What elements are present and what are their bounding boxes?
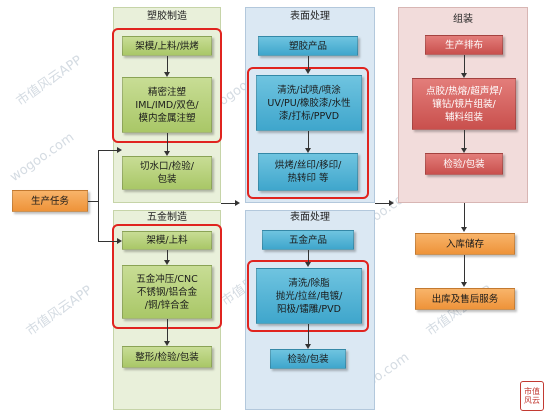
- watermark-1: 市值风云APP: [13, 53, 86, 110]
- assembly-inspect-box: 检验/包装: [425, 153, 503, 175]
- assembly-schedule-box: 生产排布: [425, 35, 503, 55]
- hardware-step-setup: 架模/上料: [122, 231, 212, 250]
- hardware-step-finish: 整形/检验/包装: [122, 346, 212, 368]
- metal-product-box: 五金产品: [262, 230, 354, 250]
- hardware-step-machining: 五金冲压/CNC 不锈钢/铝合金 /铜/锌合金: [122, 265, 212, 319]
- metal-inspect-box: 检验/包装: [270, 349, 346, 369]
- injection-title: 塑胶制造: [147, 11, 187, 22]
- assembly-title: 组装: [453, 14, 473, 25]
- plastic-product-box: 塑胶产品: [258, 36, 358, 56]
- shipping-box: 出库及售后服务: [415, 288, 515, 310]
- metal-surface-highlight: [247, 260, 369, 332]
- injection-step-molding: 精密注塑 IML/IMD/双色/ 模内金属注塑: [122, 77, 212, 133]
- watermark-seal: 市值 风云: [520, 381, 544, 411]
- watermark-2: wogoo.com: [7, 130, 77, 185]
- metal-finishing-box: 清洗/除脂 抛光/拉丝/电镀/ 阳极/镭雕/PVD: [256, 268, 362, 324]
- storage-box: 入库储存: [415, 233, 515, 255]
- plastic-printing-box: 烘烤/丝印/移印/ 热转印 等: [258, 153, 358, 191]
- production-task-box: 生产任务: [12, 190, 88, 212]
- injection-step-setup: 架模/上料/烘烤: [122, 36, 212, 56]
- surface-metal-title: 表面处理: [290, 212, 330, 223]
- assembly-process-box: 点胶/热熔/超声焊/ 镶钻/镜片组装/ 辅料组装: [412, 78, 516, 130]
- watermark-3: 市值风云APP: [23, 283, 96, 340]
- hardware-title: 五金制造: [147, 212, 187, 223]
- plastic-coating-box: 清洗/试喷/喷涂 UV/PU/橡胶漆/水性 漆/打标/PPVD: [256, 75, 362, 131]
- hardware-highlight: [112, 224, 222, 329]
- injection-step-finish: 切水口/检验/ 包装: [122, 156, 212, 190]
- injection-highlight: [112, 28, 222, 143]
- surface-plastic-title: 表面处理: [290, 11, 330, 22]
